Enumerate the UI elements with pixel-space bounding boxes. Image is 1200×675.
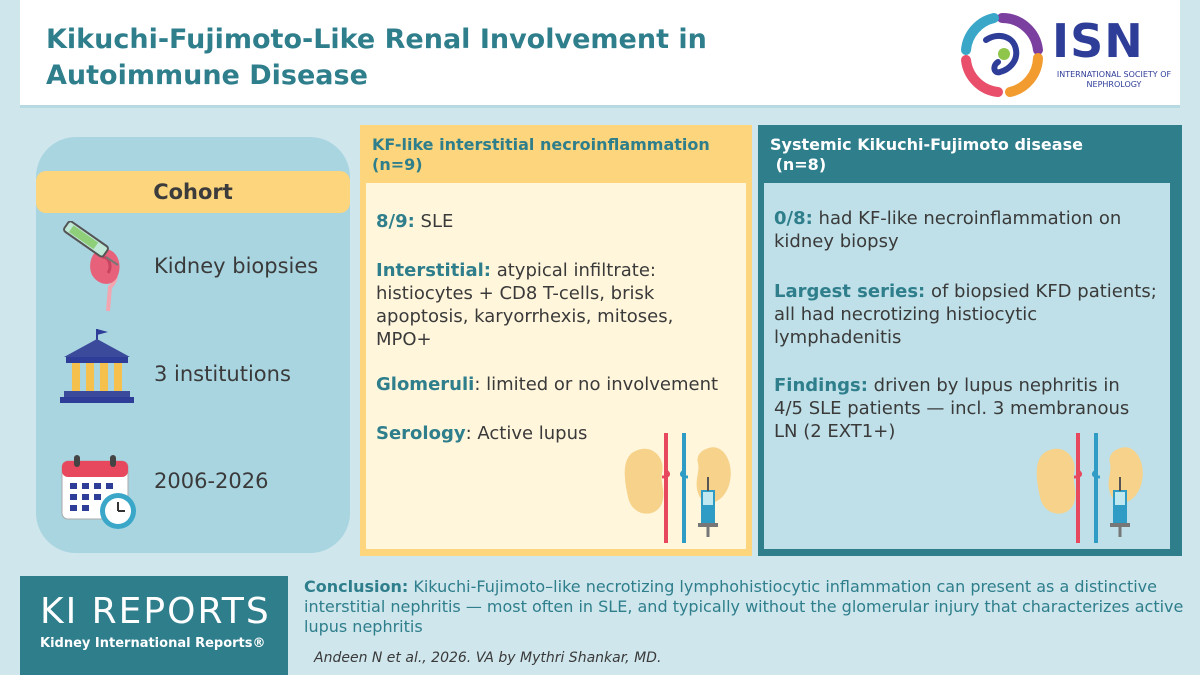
sys-para-count: 0/8: had KF-like necroinflammation on ki…: [774, 208, 1122, 252]
ki-reports-logo-subtitle: Kidney International Reports®: [40, 636, 266, 651]
kf-panel-body: 8/9: SLE Interstitial: atypical infiltra…: [366, 183, 746, 549]
ki-reports-logo: KI REPORTS Kidney International Reports®: [20, 576, 288, 675]
cohort-item-biopsies: Kidney biopsies: [154, 254, 319, 278]
page-title: Kikuchi-Fujimoto-Like Renal Involvement …: [46, 22, 906, 94]
calendar-clock-icon: [61, 455, 136, 529]
kf-para-interstitial: Interstitial: atypical infiltrate: histi…: [376, 260, 674, 350]
kf-like-panel: KF-like interstitial necroinflammation (…: [360, 125, 752, 556]
isn-logo-text: ISN: [1052, 14, 1144, 68]
institution-icon: [60, 329, 134, 403]
cohort-panel: Cohort Kidney biopsies 3 institutions: [36, 137, 350, 553]
kf-title-line-1: KF-like interstitial necroinflammation: [372, 135, 710, 154]
title-line-1: Kikuchi-Fujimoto-Like Renal Involvement …: [46, 24, 707, 55]
ki-reports-logo-text: KI REPORTS: [40, 591, 271, 632]
kidney-syringe-icon: [1036, 433, 1143, 543]
sys-title-line-1: Systemic Kikuchi-Fujimoto disease: [770, 135, 1083, 154]
citation-text: Andeen N et al., 2026. VA by Mythri Shan…: [314, 650, 662, 666]
kf-para-serology: Serology: Active lupus: [376, 423, 588, 444]
kf-panel-title: KF-like interstitial necroinflammation (…: [372, 135, 744, 175]
kf-para-sle: 8/9: SLE: [376, 211, 454, 232]
isn-logo-subtitle: INTERNATIONAL SOCIETY OF NEPHROLOGY: [1056, 70, 1172, 89]
title-line-2: Autoimmune Disease: [46, 60, 368, 91]
isn-logo: ISN INTERNATIONAL SOCIETY OF NEPHROLOGY: [958, 10, 1171, 102]
sys-para-series: Largest series: of biopsied KFD patients…: [774, 281, 1157, 348]
cohort-title: Cohort: [36, 171, 350, 213]
isn-emblem-icon: [961, 12, 1043, 97]
conclusion-text: Conclusion: Kikuchi-Fujimoto–like necrot…: [304, 577, 1184, 636]
cohort-item-years: 2006-2026: [154, 469, 269, 493]
sys-panel-title: Systemic Kikuchi-Fujimoto disease (n=8): [770, 135, 1170, 175]
kf-title-line-2: (n=9): [372, 155, 423, 174]
kidney-syringe-icon: [624, 433, 731, 543]
header-banner: Kikuchi-Fujimoto-Like Renal Involvement …: [20, 0, 1180, 108]
cohort-item-institutions: 3 institutions: [154, 362, 291, 386]
sys-para-findings: Findings: driven by lupus nephritis in 4…: [774, 375, 1130, 442]
sys-panel-body: 0/8: had KF-like necroinflammation on ki…: [764, 183, 1170, 549]
kidney-biopsy-icon: [63, 221, 120, 311]
sys-title-line-2: (n=8): [770, 155, 827, 174]
systemic-kfd-panel: Systemic Kikuchi-Fujimoto disease (n=8) …: [758, 125, 1182, 556]
kf-para-glomeruli: Glomeruli: limited or no involvement: [376, 374, 719, 395]
